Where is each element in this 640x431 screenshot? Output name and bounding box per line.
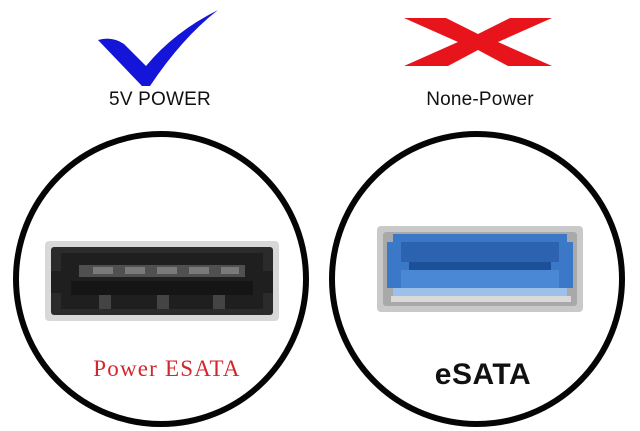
power-esata-panel: 5V POWER Power ESATA <box>13 10 309 427</box>
power-esata-port-icon <box>45 241 279 321</box>
esata-port-icon <box>377 226 583 312</box>
power-esata-label: Power ESATA <box>93 356 241 381</box>
power-esata-circle: Power ESATA <box>13 131 309 427</box>
none-power-caption: None-Power <box>426 89 534 110</box>
checkmark-icon <box>98 10 218 86</box>
esata-circle: eSATA <box>329 131 625 427</box>
power-caption: 5V POWER <box>109 89 211 110</box>
esata-label: eSATA <box>434 358 532 391</box>
esata-panel: None-Power eSATA <box>320 0 640 431</box>
cross-icon <box>404 18 552 66</box>
